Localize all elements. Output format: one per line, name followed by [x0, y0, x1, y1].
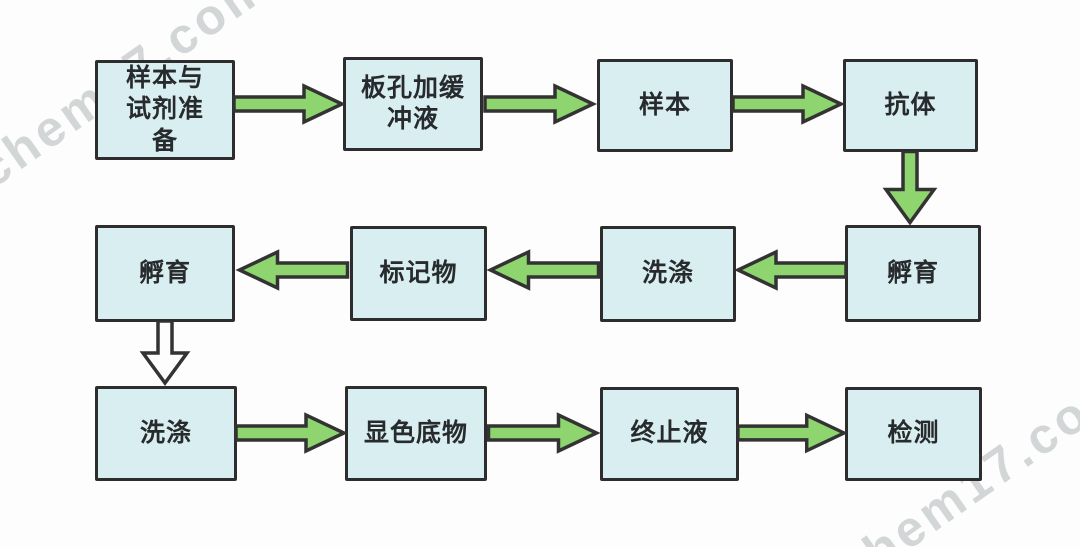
- arrow-down-hollow-icon: [137, 321, 193, 387]
- arrow-left-icon: [232, 248, 353, 292]
- flow-node-wash-2: 洗涤: [95, 386, 237, 481]
- arrow-right-icon: [736, 411, 848, 455]
- flow-node-label: 显色底物: [363, 418, 468, 447]
- arrow-right-icon: [729, 82, 847, 126]
- arrow-down-icon: [882, 151, 938, 226]
- flow-node-wash-1: 洗涤: [600, 226, 736, 322]
- flow-node-label: 孵育: [886, 258, 939, 287]
- flow-node-label: 抗体: [884, 90, 937, 119]
- flow-node-label: 洗涤: [641, 259, 694, 288]
- arrow-right-icon: [479, 82, 601, 126]
- arrow-right-icon: [234, 411, 348, 455]
- flow-node-label: 孵育: [138, 258, 191, 287]
- flow-node-incubate-1: 孵育: [845, 225, 981, 322]
- flow-node-detect: 检测: [845, 387, 982, 481]
- arrow-right-icon: [484, 411, 603, 455]
- flow-node-stop-solution: 终止液: [600, 387, 739, 481]
- flow-node-label: 终止液: [630, 419, 709, 448]
- arrow-left-icon: [484, 248, 603, 292]
- flow-node-label: 检测: [887, 419, 940, 448]
- flow-node-sample-prep: 样本与试剂准备: [95, 60, 235, 160]
- flow-node-substrate: 显色底物: [345, 386, 487, 481]
- flow-node-marker: 标记物: [350, 226, 487, 321]
- flow-node-label: 板孔加缓冲液: [360, 73, 465, 133]
- flow-node-sample: 样本: [597, 59, 733, 152]
- flow-node-antibody: 抗体: [843, 59, 978, 152]
- flow-node-incubate-2: 孵育: [95, 225, 235, 322]
- flow-node-label: 样本与试剂准备: [125, 64, 204, 155]
- flow-node-label: 样本: [638, 90, 691, 119]
- arrow-left-icon: [734, 248, 848, 292]
- flow-node-label: 洗涤: [139, 418, 192, 447]
- flow-node-buffer: 板孔加缓冲液: [343, 57, 483, 151]
- flow-node-label: 标记物: [379, 258, 458, 287]
- arrow-right-icon: [231, 82, 347, 126]
